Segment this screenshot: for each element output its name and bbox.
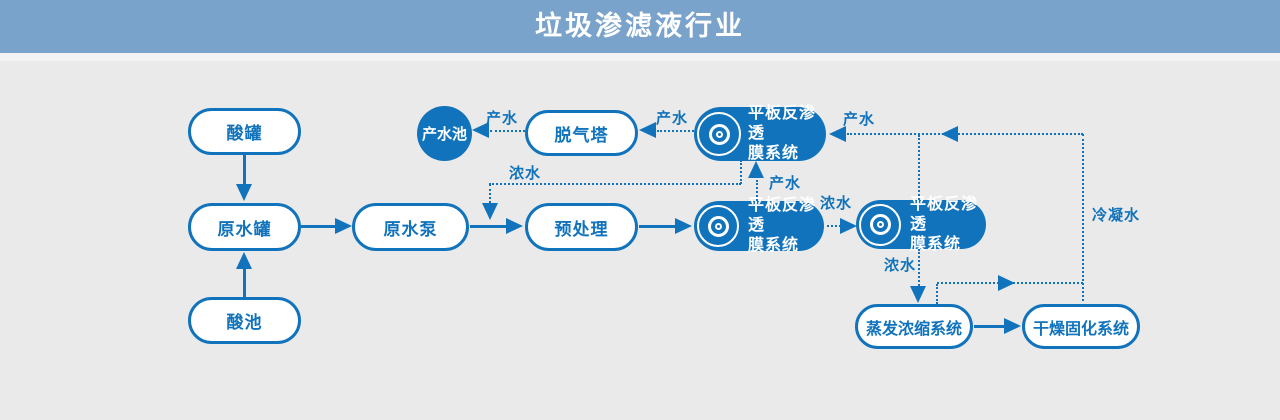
arrowhead-right-icon: [998, 275, 1015, 291]
node-label: 脱气塔: [554, 125, 609, 145]
arrowhead-down-icon: [236, 184, 252, 201]
arrowhead-right-icon: [840, 218, 857, 234]
edge-concentrate-return-drop: [489, 184, 491, 203]
node-raw-water-pump: 原水泵: [352, 203, 469, 251]
arrowhead-right-icon: [675, 218, 692, 234]
edge-pretreatment-ro-mid: [639, 225, 677, 228]
arrowhead-right-icon: [1004, 318, 1021, 334]
membrane-core: [876, 221, 884, 228]
edge-label-product-water: 产水: [486, 110, 519, 127]
edge-concentrate-return-horizontal: [489, 183, 741, 185]
node-ro-system-top: 平板反渗透 膜系统: [694, 105, 826, 162]
edge-label-concentrate: 浓水: [820, 195, 853, 212]
edge-evaporation-drying: [974, 325, 1006, 328]
node-evaporation-system: 蒸发浓缩系统: [855, 304, 973, 349]
node-label: 干燥固化系统: [1032, 320, 1129, 338]
edge-feed-ro-top: [847, 133, 1083, 135]
edge-ro-right-permeate-up: [918, 135, 920, 200]
edge-ro-mid-ro-top: [756, 180, 758, 201]
edge-rawtank-pump: [301, 225, 337, 228]
edge-ro-right-evaporation: [918, 249, 920, 286]
membrane-disc-icon: [697, 205, 739, 247]
arrowhead-up-icon: [236, 252, 252, 269]
node-label: 酸罐: [226, 124, 263, 143]
node-acid-tank: 酸罐: [188, 108, 301, 155]
membrane-core: [714, 222, 722, 230]
edge-label-concentrate: 浓水: [884, 257, 917, 274]
edge-label-product-water: 产水: [769, 175, 802, 192]
node-ro-system-mid: 平板反渗透 膜系统: [694, 197, 824, 254]
node-label: 平板反渗透 膜系统: [748, 197, 817, 254]
node-label: 原水泵: [383, 219, 438, 239]
membrane-ring: [707, 215, 729, 237]
edge-label-condensate: 冷凝水: [1092, 207, 1141, 224]
node-label: 预处理: [554, 219, 609, 239]
node-pretreatment: 预处理: [525, 203, 638, 251]
node-ro-system-right: 平板反渗透 膜系统: [856, 196, 986, 253]
node-label: 蒸发浓缩系统: [865, 320, 962, 338]
edge-acidtank-rawtank: [243, 155, 246, 186]
node-label: 平板反渗透 膜系统: [748, 105, 817, 162]
node-acid-pool: 酸池: [188, 297, 301, 344]
edge-evaporation-condensate-up: [936, 284, 938, 304]
membrane-ring: [869, 214, 891, 235]
node-drying-system: 干燥固化系统: [1022, 304, 1140, 349]
arrowhead-up-icon: [748, 161, 764, 178]
arrowhead-left-icon: [472, 122, 489, 138]
node-degassing-tower: 脱气塔: [525, 110, 638, 156]
edge-acidpool-rawtank: [243, 268, 246, 297]
title-bar: 垃圾渗滤液行业: [0, 0, 1280, 53]
edge-label-concentrate: 浓水: [509, 165, 542, 182]
edge-ro-top-tower: [657, 130, 694, 132]
node-label: 酸池: [226, 313, 263, 332]
membrane-ring: [708, 123, 730, 145]
node-raw-water-tank: 原水罐: [188, 203, 301, 251]
edge-tower-pool: [490, 130, 525, 132]
node-product-water-pool: 产水池: [417, 106, 472, 161]
edge-label-product-water: 产水: [656, 110, 689, 127]
node-label: 原水罐: [217, 219, 272, 239]
arrowhead-left-icon: [639, 122, 656, 138]
arrowhead-left-icon: [941, 126, 958, 142]
edge-pump-pretreatment: [470, 225, 508, 228]
membrane-core: [715, 130, 723, 138]
edge-condensate-riser: [1082, 134, 1084, 301]
arrowhead-down-icon: [482, 203, 498, 220]
edge-label-product-water: 产水: [843, 111, 876, 128]
arrowhead-right-icon: [506, 218, 523, 234]
page-title: 垃圾渗滤液行业: [535, 11, 745, 41]
edge-ro-top-concentrate-down: [740, 160, 742, 184]
membrane-disc-icon: [859, 203, 901, 246]
node-label: 平板反渗透 膜系统: [910, 195, 979, 253]
arrowhead-right-icon: [335, 218, 352, 234]
membrane-disc-icon: [697, 112, 741, 156]
arrowhead-left-icon: [829, 126, 846, 142]
header-divider: [0, 53, 1280, 61]
node-label: 产水池: [421, 126, 467, 143]
edge-ro-mid-ro-right: [827, 225, 841, 227]
arrowhead-down-icon: [910, 286, 926, 303]
